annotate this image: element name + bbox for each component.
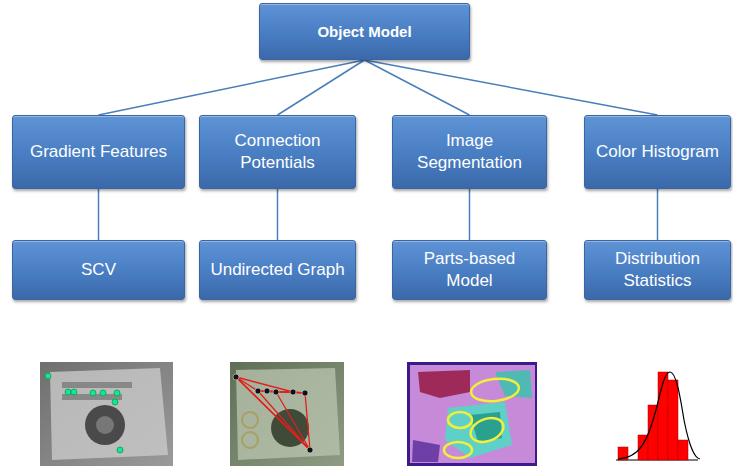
tree-connector bbox=[657, 189, 659, 240]
graph-photo bbox=[230, 362, 344, 466]
method-box: Distribution Statistics bbox=[584, 240, 731, 300]
tree-connector bbox=[365, 60, 658, 115]
box-label: Color Histogram bbox=[596, 141, 719, 163]
category-box: Color Histogram bbox=[584, 115, 731, 189]
method-box: Parts-based Model bbox=[392, 240, 547, 300]
tree-connector bbox=[98, 189, 100, 240]
box-label: Connection Potentials bbox=[206, 130, 349, 174]
tree-connector bbox=[365, 60, 470, 115]
box-label: Distribution Statistics bbox=[591, 248, 724, 292]
tree-connector bbox=[277, 189, 279, 240]
tree-connector bbox=[99, 60, 365, 115]
box-label: Object Model bbox=[317, 22, 411, 42]
box-label: Image Segmentation bbox=[399, 130, 540, 174]
category-box: Gradient Features bbox=[12, 115, 185, 189]
tree-connector bbox=[278, 60, 365, 115]
category-box: Image Segmentation bbox=[392, 115, 547, 189]
method-box: Undirected Graph bbox=[199, 240, 356, 300]
histogram-chart bbox=[616, 372, 700, 460]
box-label: Parts-based Model bbox=[399, 248, 540, 292]
scv-photo bbox=[40, 362, 173, 466]
box-label: SCV bbox=[81, 259, 116, 281]
box-label: Undirected Graph bbox=[210, 259, 344, 281]
category-box: Connection Potentials bbox=[199, 115, 356, 189]
box-label: Gradient Features bbox=[30, 141, 167, 163]
tree-connector bbox=[469, 189, 471, 240]
root-box: Object Model bbox=[259, 3, 470, 60]
segmentation-image bbox=[407, 362, 537, 466]
method-box: SCV bbox=[12, 240, 185, 300]
